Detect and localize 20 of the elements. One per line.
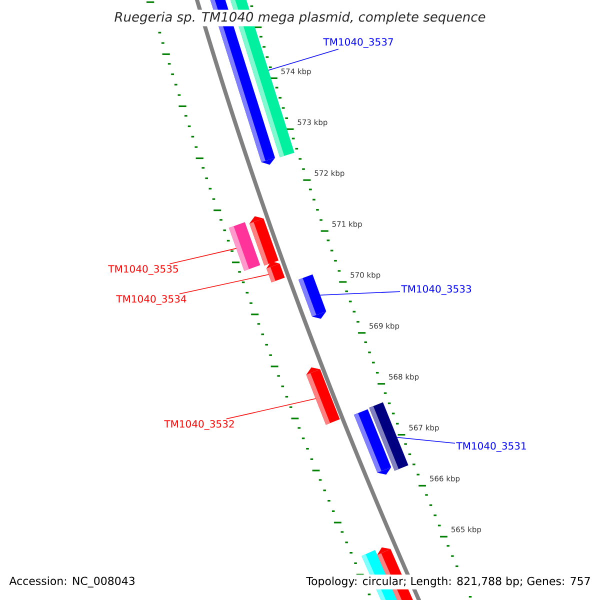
gene-bar <box>354 409 392 475</box>
leader-line <box>268 48 339 71</box>
leader-line <box>320 291 400 296</box>
title: Ruegeria sp. TM1040 mega plasmid, complete sequence <box>112 10 488 26</box>
gene-bar <box>298 274 326 319</box>
gene-bar <box>306 367 340 425</box>
leader-line <box>396 436 456 444</box>
accession-text: Accession: NC_008043 <box>7 574 138 590</box>
gene-label: TM1040_3531 <box>456 442 526 452</box>
summary-text: Topology: circular; Length: 821,788 bp; Genes: 757 <box>304 574 593 590</box>
leader-line <box>226 398 316 420</box>
gene-bar <box>266 261 285 282</box>
gene-label: TM1040_3535 <box>108 265 178 275</box>
leader-line <box>179 274 270 294</box>
gene-label: TM1040_3534 <box>116 295 186 305</box>
gene-label: TM1040_3532 <box>164 420 234 430</box>
gene-label: TM1040_3533 <box>401 285 472 295</box>
leader-line <box>169 248 237 264</box>
gene-label: TM1040_3537 <box>323 38 393 48</box>
gene-bar <box>228 222 260 271</box>
